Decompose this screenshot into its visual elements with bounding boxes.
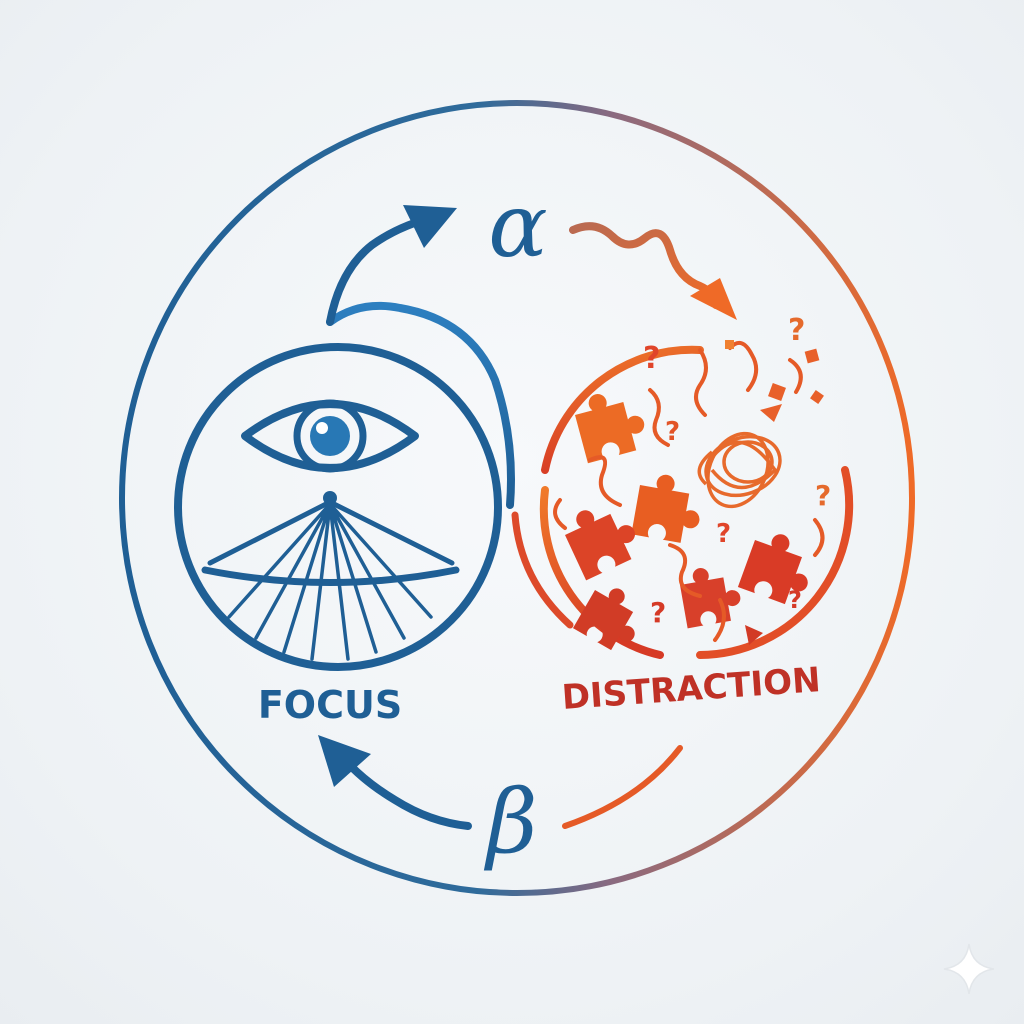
alpha-label: α bbox=[488, 174, 547, 277]
squiggle-lines bbox=[553, 340, 825, 642]
svg-text:?: ? bbox=[815, 479, 831, 512]
focus-label: FOCUS bbox=[258, 683, 402, 727]
light-beam-icon bbox=[201, 491, 460, 661]
svg-text:?: ? bbox=[665, 417, 680, 447]
outer-ring bbox=[119, 100, 915, 896]
focus-section: FOCUS bbox=[174, 205, 515, 727]
distraction-circle-arc-a bbox=[541, 345, 704, 474]
distraction-circle-arc-b bbox=[539, 486, 664, 659]
fragment-shards bbox=[725, 340, 824, 645]
scattered-puzzle-icon bbox=[565, 394, 808, 651]
wavy-arrow bbox=[569, 222, 737, 320]
beta-label: β bbox=[484, 770, 538, 873]
arc-bottom-right bbox=[562, 745, 683, 829]
svg-text:?: ? bbox=[716, 519, 731, 549]
arrow-to-alpha-head bbox=[403, 205, 457, 248]
distraction-label: DISTRACTION bbox=[561, 660, 822, 718]
arrow-to-focus bbox=[318, 735, 472, 830]
s-curve-upper bbox=[326, 301, 515, 509]
question-marks: ? ? ? ? ? ? ? bbox=[643, 313, 831, 629]
tangled-scribble-icon bbox=[697, 431, 782, 509]
sparkle-icon bbox=[943, 943, 995, 995]
svg-text:?: ? bbox=[650, 596, 666, 629]
distraction-section: ? ? ? ? ? ? ? DISTRACTION bbox=[539, 313, 854, 718]
eye-icon bbox=[241, 399, 419, 473]
svg-text:?: ? bbox=[788, 313, 805, 348]
s-curve-lower bbox=[511, 511, 574, 629]
focus-circle bbox=[174, 343, 502, 671]
svg-text:?: ? bbox=[643, 341, 660, 376]
svg-text:?: ? bbox=[788, 586, 802, 614]
distraction-circle-arc-c bbox=[696, 466, 854, 659]
